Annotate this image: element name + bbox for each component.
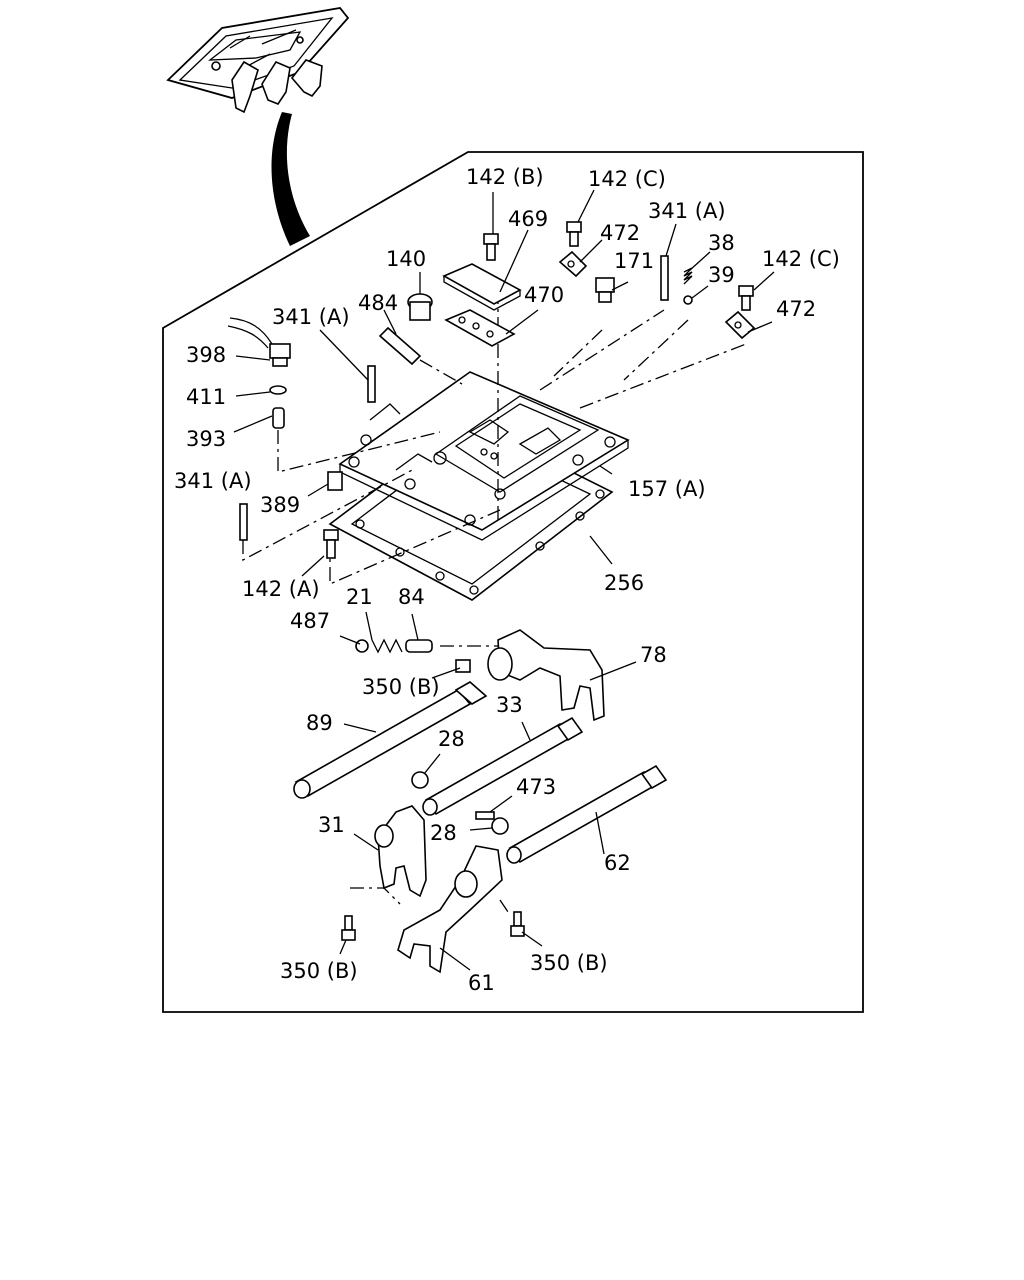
cover-157a	[338, 371, 630, 541]
label-31: 31	[318, 813, 345, 837]
label-21: 21	[346, 585, 373, 609]
pin-484	[378, 326, 422, 366]
label-472-top: 472	[600, 221, 640, 245]
switch-171	[595, 277, 615, 303]
bolt-142a	[323, 529, 339, 559]
stud-341a-left	[367, 365, 376, 403]
label-142a: 142 (A)	[242, 577, 320, 601]
part-labels: 142 (B) 142 (C) 469 472 341 (A) 38 39 14…	[174, 165, 840, 995]
leader-lines	[233, 189, 775, 971]
label-473: 473	[516, 775, 556, 799]
switch-398	[227, 317, 291, 367]
label-171: 171	[614, 249, 654, 273]
label-469: 469	[508, 207, 548, 231]
bolt-350b-right	[510, 911, 525, 937]
plug-389	[327, 471, 343, 491]
plunger-393	[272, 407, 285, 429]
bolt-142c-top	[566, 221, 582, 247]
bolt-350b-left	[341, 915, 356, 941]
spring-21	[371, 638, 403, 654]
label-484: 484	[358, 291, 398, 315]
diagram-frame	[162, 151, 864, 1013]
label-28-top: 28	[438, 727, 465, 751]
fork-78	[497, 629, 605, 722]
pointer-arrow	[271, 112, 310, 246]
overview-thumbnail	[166, 7, 350, 114]
stud-341a-right	[660, 255, 669, 301]
label-398: 398	[186, 343, 226, 367]
label-61: 61	[468, 971, 495, 995]
plate-470	[444, 309, 516, 347]
bolt-142b	[483, 233, 499, 261]
label-472-right: 472	[776, 297, 816, 321]
label-142c-top: 142 (C)	[588, 167, 666, 191]
washer-472-right	[724, 310, 756, 340]
label-256: 256	[604, 571, 644, 595]
fork-31	[377, 805, 427, 898]
ball-28-top	[411, 771, 429, 789]
plug-140	[407, 293, 433, 321]
label-38: 38	[708, 231, 735, 255]
label-157a: 157 (A)	[628, 477, 706, 501]
label-89: 89	[306, 711, 333, 735]
washer-411	[269, 385, 287, 395]
nut-487	[355, 639, 369, 653]
label-84: 84	[398, 585, 425, 609]
ball-28-low	[491, 817, 509, 835]
label-142c-right: 142 (C)	[762, 247, 840, 271]
plunger-84	[405, 639, 433, 653]
label-140: 140	[386, 247, 426, 271]
label-39: 39	[708, 263, 735, 287]
label-350b-left: 350 (B)	[280, 959, 358, 983]
label-350b-right: 350 (B)	[530, 951, 608, 975]
label-33: 33	[496, 693, 523, 717]
label-487: 487	[290, 609, 330, 633]
label-389: 389	[260, 493, 300, 517]
label-28-low: 28	[430, 821, 457, 845]
label-341a-low: 341 (A)	[174, 469, 252, 493]
stud-341a-low	[239, 503, 248, 541]
label-470: 470	[524, 283, 564, 307]
label-341a-right: 341 (A)	[648, 199, 726, 223]
bolt-142c-right	[738, 285, 754, 311]
washer-472-top	[558, 250, 588, 278]
label-62: 62	[604, 851, 631, 875]
label-393: 393	[186, 427, 226, 451]
plate-469	[442, 263, 522, 305]
label-411: 411	[186, 385, 226, 409]
label-350b-mid: 350 (B)	[362, 675, 440, 699]
alignment-lines	[242, 280, 747, 913]
label-341a-left: 341 (A)	[272, 305, 350, 329]
label-78: 78	[640, 643, 667, 667]
pin-473	[475, 811, 495, 820]
label-142b-top: 142 (B)	[466, 165, 544, 189]
spring-38	[683, 267, 693, 285]
bolt-350b-mid	[455, 659, 471, 673]
ball-39	[683, 295, 693, 305]
